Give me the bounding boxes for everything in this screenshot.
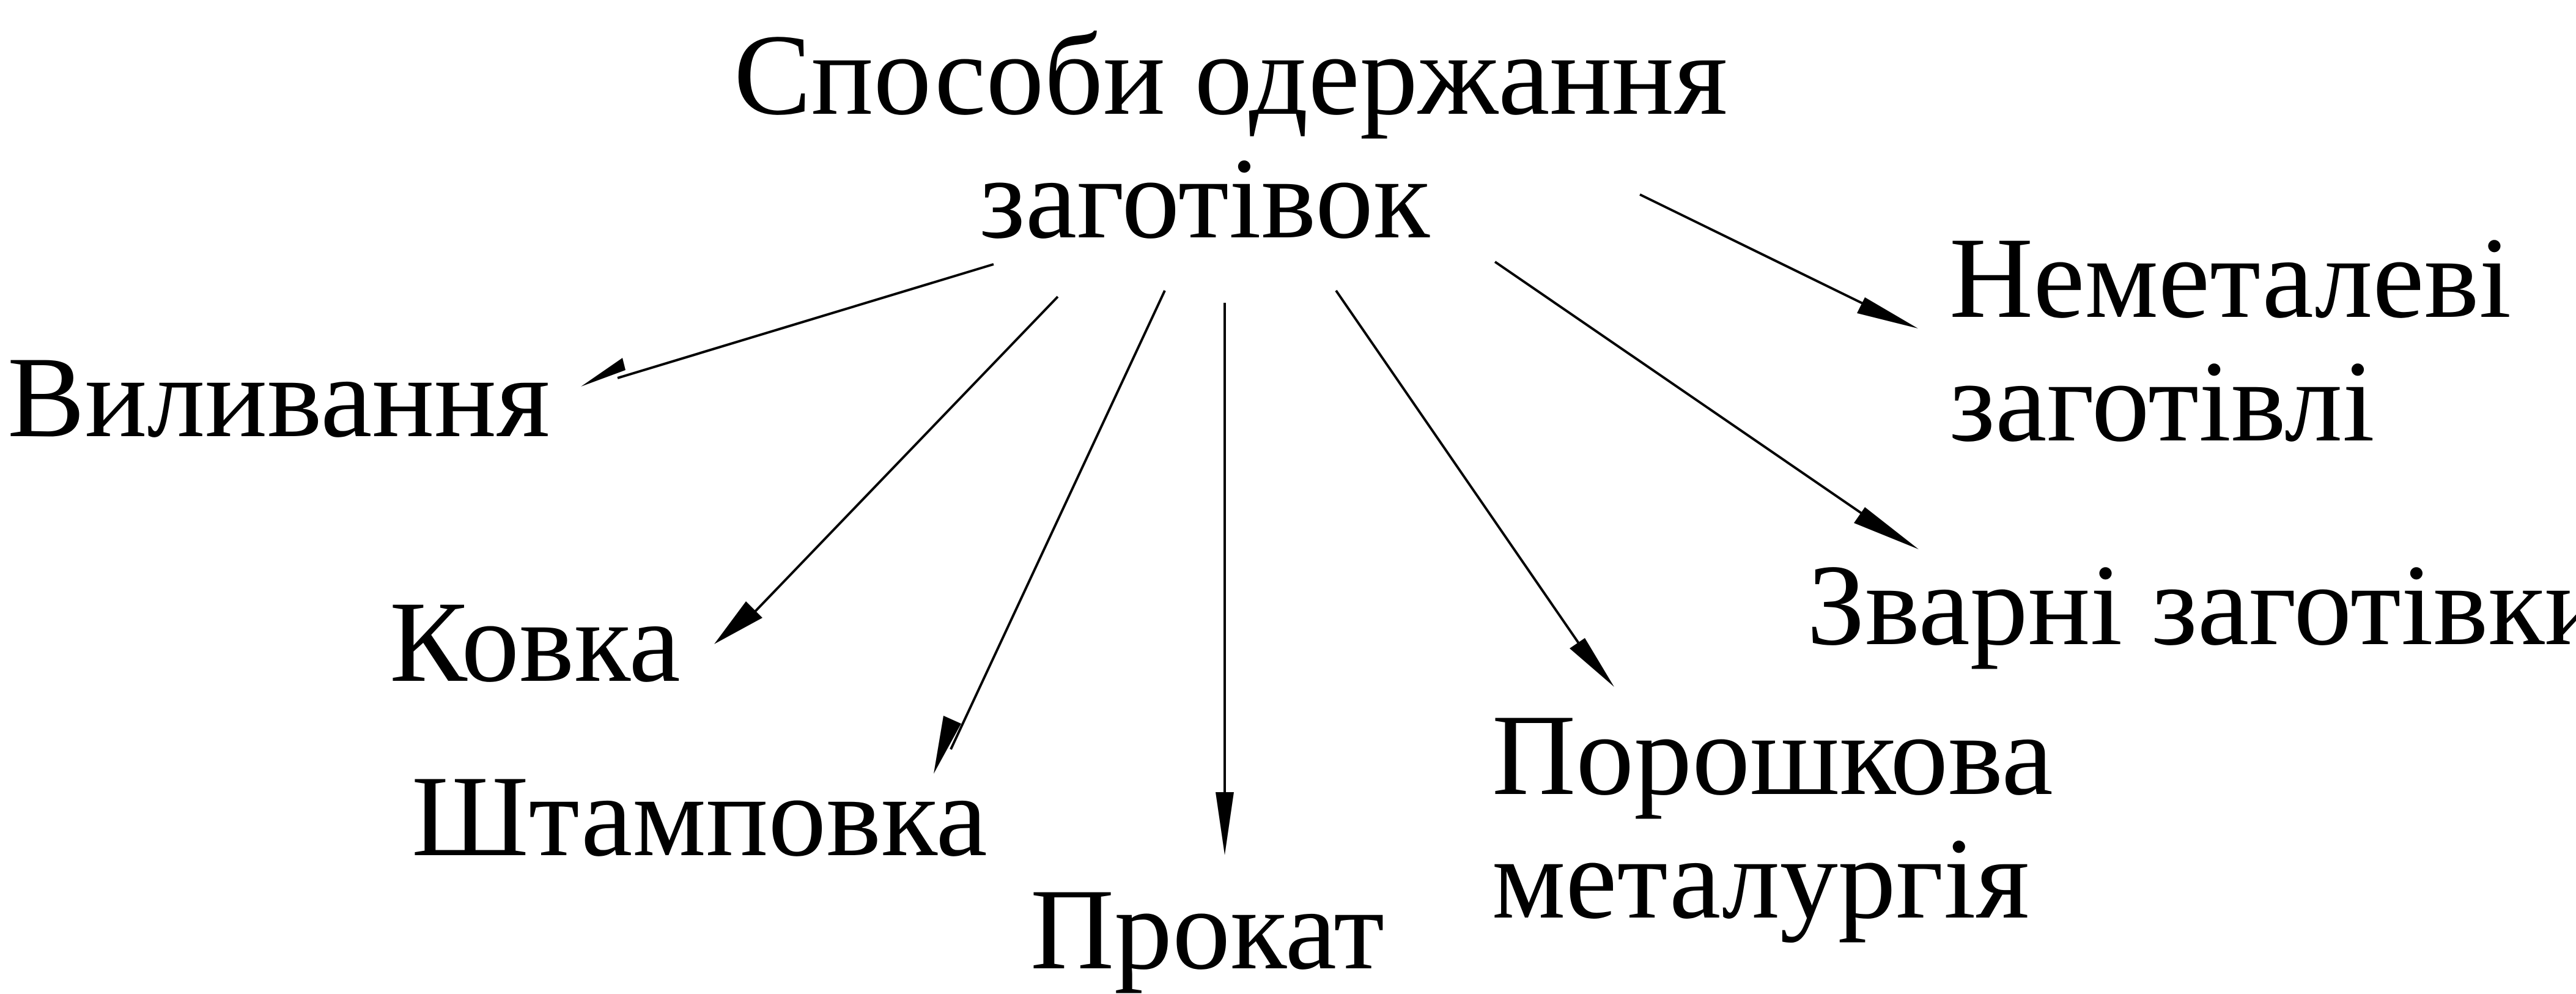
- arrowhead-nonmetal: [1857, 297, 1918, 328]
- node-powder-line2: металургія: [1492, 815, 2029, 943]
- node-stamping-label: Штамповка: [411, 752, 987, 881]
- arrowhead-casting: [581, 358, 626, 387]
- node-nonmetal-line1: Неметалеві: [1949, 214, 2512, 343]
- root-node: Способи одержання заготівок: [734, 11, 1728, 263]
- arrowhead-welded: [1854, 507, 1919, 549]
- root-title-line2: заготівок: [979, 135, 1430, 263]
- arrow-to-welded: [1494, 261, 1881, 527]
- arrowhead-rolling: [1216, 792, 1234, 855]
- node-welded-label: Зварні заготівки: [1807, 541, 2576, 670]
- arrow-to-casting: [617, 263, 994, 379]
- arrowhead-powder: [1570, 638, 1614, 687]
- arrow-to-stamping: [950, 290, 1166, 750]
- node-powder-line1: Порошкова: [1492, 691, 2053, 820]
- node-nonmetal-line2: заготівлі: [1949, 338, 2375, 466]
- node-forging-label: Ковка: [389, 578, 681, 707]
- node-stamping: Штамповка: [411, 758, 987, 875]
- node-rolling: Прокат: [1030, 872, 1384, 988]
- node-powder-metallurgy: Порошкова металургія: [1492, 697, 2053, 937]
- node-rolling-label: Прокат: [1030, 866, 1385, 994]
- node-welded: Зварні заготівки: [1807, 547, 2576, 664]
- node-forging: Ковка: [389, 584, 681, 700]
- root-title-line1: Способи одержання: [734, 11, 1728, 139]
- arrow-to-nonmetal: [1639, 193, 1881, 313]
- node-casting: Виливання: [7, 339, 550, 456]
- node-casting-label: Виливання: [7, 333, 550, 462]
- arrow-to-powder: [1335, 289, 1594, 665]
- arrowhead-forging: [714, 601, 762, 644]
- node-nonmetal: Неметалеві заготівлі: [1949, 220, 2511, 460]
- arrowhead-stamping: [934, 716, 961, 774]
- arrow-to-forging: [748, 295, 1059, 619]
